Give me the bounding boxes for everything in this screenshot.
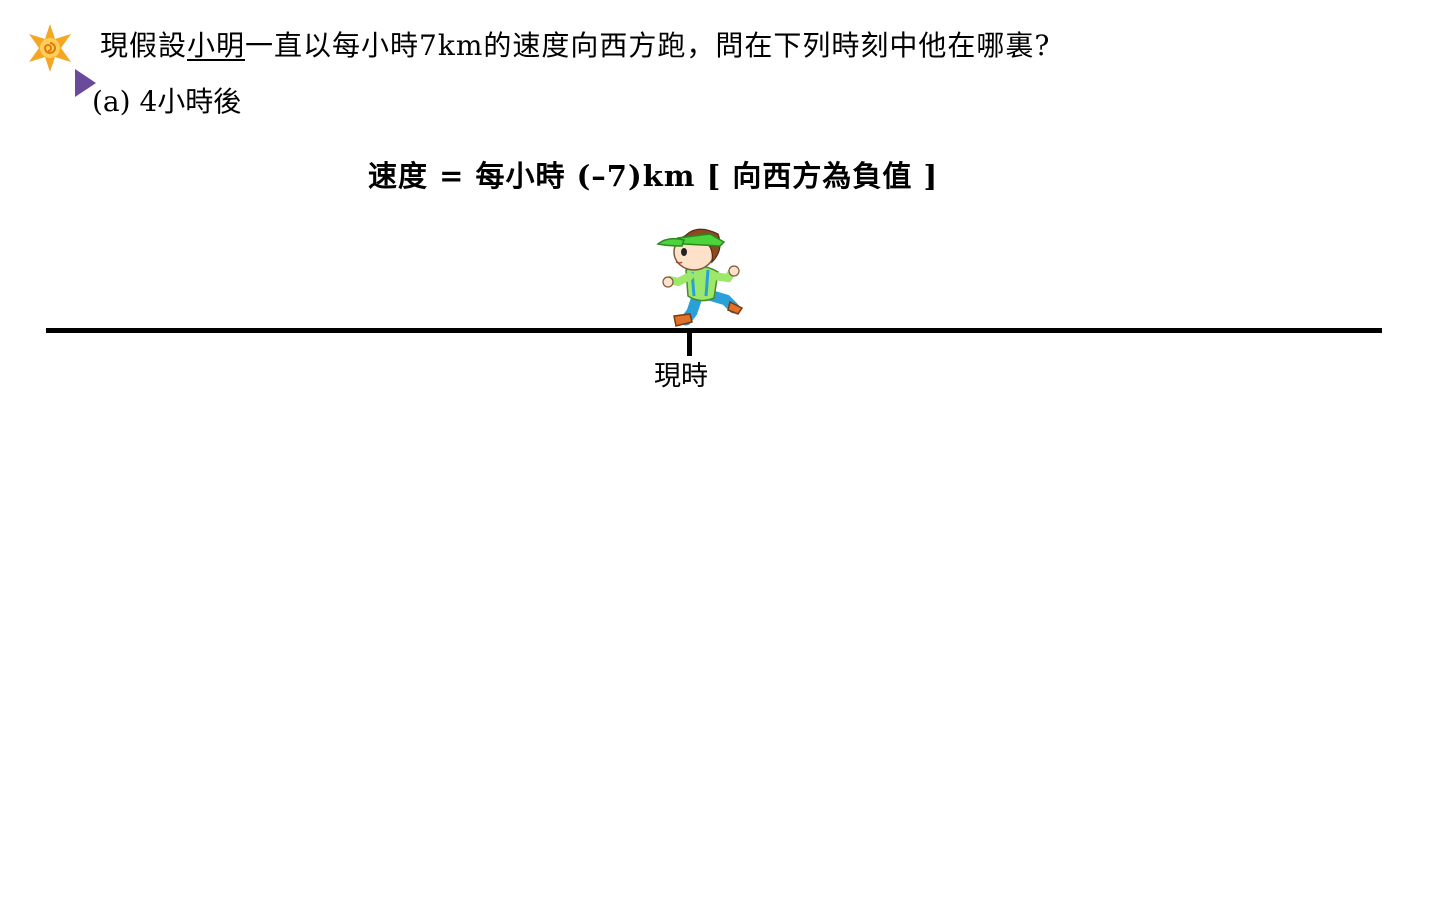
star-icon bbox=[29, 24, 71, 72]
number-line bbox=[46, 328, 1382, 333]
question-suffix: 一直以每小時7km的速度向西方跑，問在下列時刻中他在哪裏? bbox=[245, 29, 1051, 62]
question-text: 現假設小明一直以每小時7km的速度向西方跑，問在下列時刻中他在哪裏? bbox=[100, 26, 1050, 66]
question-prefix: 現假設 bbox=[100, 29, 188, 62]
sub-question-a: (a) 4小時後 bbox=[92, 85, 242, 118]
play-triangle-icon bbox=[75, 69, 96, 97]
running-boy-illustration bbox=[656, 228, 744, 327]
tick-label-now: 現時 bbox=[654, 361, 708, 392]
velocity-note: 速度 = 每小時 (–7)km [ 向西方為負值 ] bbox=[368, 159, 939, 193]
number-line-tick-now bbox=[687, 330, 692, 356]
student-name: 小明 bbox=[187, 29, 246, 62]
